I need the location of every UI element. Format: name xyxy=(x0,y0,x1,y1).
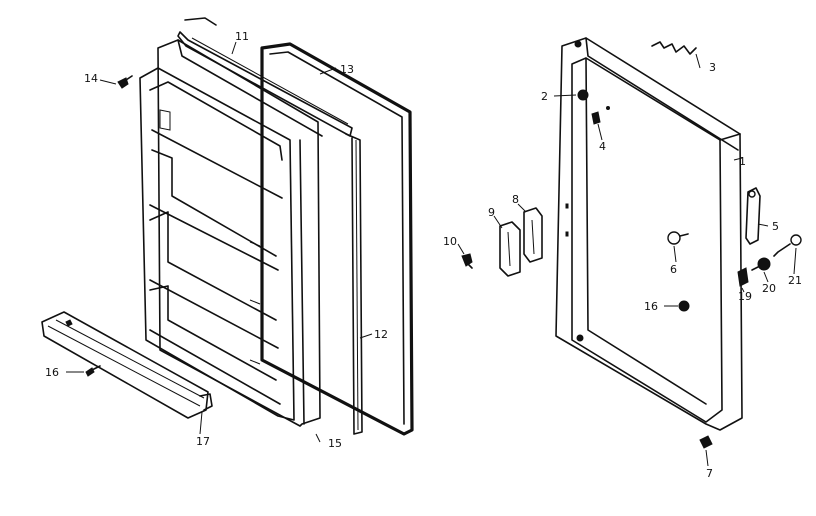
callout-16-left: 16 xyxy=(45,366,59,379)
part-1-door-frame xyxy=(555,37,743,431)
part-7-screw xyxy=(699,435,713,449)
part-10-screw xyxy=(461,253,473,269)
part-5-handle xyxy=(745,187,761,245)
part-19-lock-washer xyxy=(737,267,749,287)
callout-8: 8 xyxy=(512,193,519,206)
callout-3: 3 xyxy=(709,61,716,74)
callout-10: 10 xyxy=(443,235,457,248)
callout-21: 21 xyxy=(788,274,802,287)
callout-9: 9 xyxy=(488,206,495,219)
part-6-knob xyxy=(667,231,689,245)
part-8-hinge-bracket xyxy=(523,207,543,263)
part-4-clip xyxy=(591,106,610,125)
callout-labels: 1 2 3 4 5 6 7 8 9 10 11 12 13 14 15 16 1… xyxy=(45,30,802,480)
callout-12: 12 xyxy=(374,328,388,341)
part-15-door-liner-shelves xyxy=(139,67,295,421)
part-2-plug xyxy=(577,89,589,101)
callout-15: 15 xyxy=(328,437,342,450)
part-21-lock-key xyxy=(773,234,802,257)
callout-5: 5 xyxy=(772,220,779,233)
part-3-wire xyxy=(651,41,697,55)
callout-6: 6 xyxy=(670,263,677,276)
callout-1: 1 xyxy=(739,155,746,168)
callout-7: 7 xyxy=(706,467,713,480)
part-13-door-gasket xyxy=(260,42,414,436)
part-9-hinge-bracket xyxy=(499,221,521,277)
leader-lines xyxy=(66,41,797,467)
callout-4: 4 xyxy=(599,140,606,153)
part-17-bottom-rail xyxy=(41,311,213,419)
callout-14: 14 xyxy=(84,72,98,85)
part-14-screw xyxy=(117,75,133,89)
part-12-side-strip xyxy=(345,133,363,435)
callout-20: 20 xyxy=(762,282,776,295)
callout-13: 13 xyxy=(340,63,354,76)
callout-16-right: 16 xyxy=(644,300,658,313)
part-11-top-strip xyxy=(177,17,353,137)
part-16-plug-right xyxy=(678,300,690,312)
callout-19: 19 xyxy=(738,290,752,303)
callout-11: 11 xyxy=(235,30,249,43)
callout-17: 17 xyxy=(196,435,210,448)
callout-2: 2 xyxy=(541,90,548,103)
part-20-lock-cylinder xyxy=(751,257,771,271)
